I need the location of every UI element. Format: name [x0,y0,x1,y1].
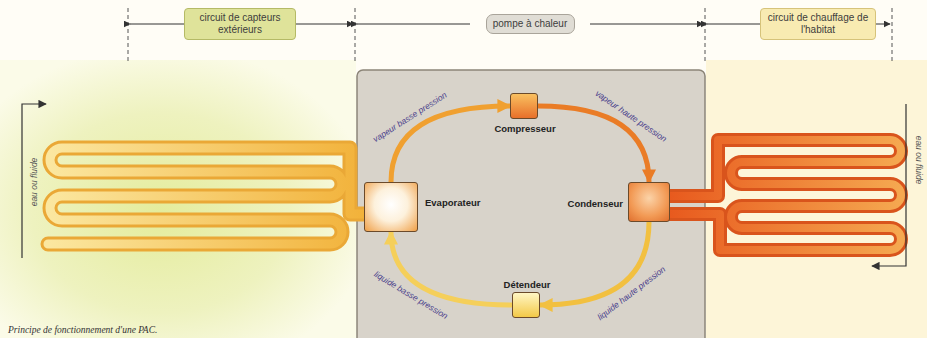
edge-label: vapeur haute pression [593,89,668,145]
section-dividers [128,8,892,62]
component-label: Condenseur [568,198,623,209]
evaporator: Evaporateur [364,182,418,232]
edge-label: vapeur basse pression [372,90,449,144]
header-text: pompe à chaleur [491,18,570,30]
outdoor-collector-coil [48,148,364,244]
section-header: pompe à chaleur [486,14,575,34]
expansion-valve: Détendeur [512,292,540,318]
flow-arrows [22,104,906,266]
header-text: circuit de chauffage de l'habitat [765,12,871,36]
flow-label: eau ou fluide [914,136,924,185]
figure-caption: Principe de fonctionnement d'une PAC. [8,325,157,335]
heat-pump-panel [357,70,705,338]
component-label: Détendeur [504,279,551,290]
indoor-heating-coil [670,140,901,250]
component-label: Compresseur [494,123,555,134]
header-text: circuit de capteurs extérieurs [189,12,291,36]
compressor: Compresseur [510,93,538,119]
condenser: Condenseur [628,182,670,222]
edge-label: liquide haute pression [596,264,668,322]
section-header: circuit de capteurs extérieurs [184,8,296,40]
flow-label: eau ou fluide [29,158,39,207]
edge-label: liquide basse pression [372,269,449,321]
component-label: Evaporateur [425,197,480,208]
section-header: circuit de chauffage de l'habitat [760,8,876,40]
